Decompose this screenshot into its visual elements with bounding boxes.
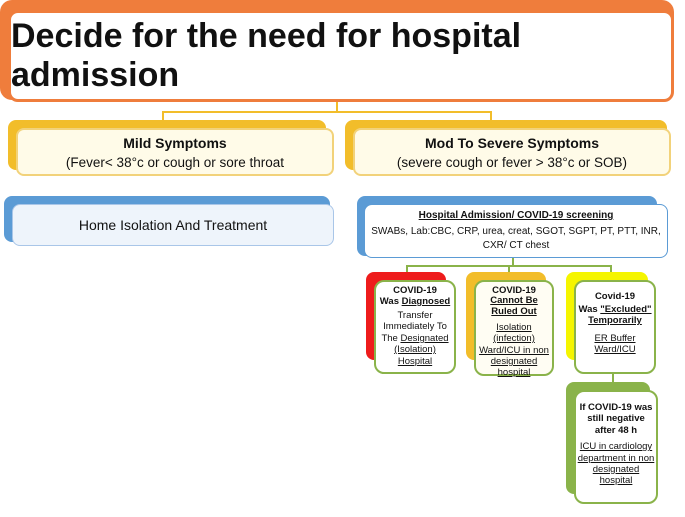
after48-heading: If COVID-19 was still negative after 48 … xyxy=(579,402,653,436)
diagnosed-line1: COVID-19 xyxy=(393,285,437,296)
mild-symptoms-box: Mild Symptoms (Fever< 38°c or cough or s… xyxy=(16,128,334,176)
diagnosed-body1: Transfer Immediately To The xyxy=(381,310,447,344)
diagnosed-line2a: Was xyxy=(379,296,402,307)
connector-to-excluded xyxy=(610,265,612,273)
diagnosed-body2: Designated (Isolation) xyxy=(394,332,449,356)
connector-to-not-ruled-out xyxy=(508,265,510,273)
after48-box: If COVID-19 was still negative after 48 … xyxy=(574,390,658,504)
title-box: Decide for the need for hospital admissi… xyxy=(8,10,674,102)
not-ruled-out-line2: Cannot Be Ruled Out xyxy=(490,295,538,317)
after48-body: ICU in cardiology department in non desi… xyxy=(577,441,655,487)
admission-heading: Hospital Admission/ COVID-19 screening xyxy=(418,210,614,221)
not-ruled-out-body: Isolation (infection) Ward/ICU in non de… xyxy=(479,321,549,379)
diagnosed-line2: Was Diagnosed xyxy=(380,296,450,307)
not-ruled-out-box: COVID-19 Cannot Be Ruled Out Isolation (… xyxy=(474,280,554,379)
home-label: Home Isolation And Treatment xyxy=(78,217,268,233)
diagnosed-body3: Hospital xyxy=(397,355,433,367)
excluded-line2a: Was xyxy=(578,304,601,315)
severe-symptoms-box: Mod To Severe Symptoms (severe cough or … xyxy=(353,128,671,176)
excluded-line1: Covid-19 xyxy=(594,291,636,302)
diagnosed-line2b: Diagnosed xyxy=(401,296,451,307)
connector-title-down xyxy=(336,102,338,112)
severe-detail: (severe cough or fever > 38°c or SOB) xyxy=(396,154,628,170)
admission-detail: SWABs, Lab:CBC, CRP, urea, creat, SGOT, … xyxy=(371,226,661,251)
connector-to-mild xyxy=(162,111,164,121)
not-ruled-out-line1: COVID-19 xyxy=(492,285,536,296)
excluded-line2: Was "Excluded" Temporarily xyxy=(576,304,654,327)
severe-heading: Mod To Severe Symptoms xyxy=(424,134,599,151)
connector-admission-down xyxy=(512,258,514,266)
mild-detail: (Fever< 38°c or cough or sore throat xyxy=(65,154,285,170)
mild-heading: Mild Symptoms xyxy=(123,134,227,151)
excluded-line2b: "Excluded" Temporarily xyxy=(588,304,652,326)
connector-to-diagnosed xyxy=(406,265,408,273)
home-isolation-box: Home Isolation And Treatment xyxy=(12,204,334,246)
page-title: Decide for the need for hospital admissi… xyxy=(11,17,522,94)
connector-excluded-down xyxy=(612,374,614,384)
admission-box: Hospital Admission/ COVID-19 screening S… xyxy=(364,204,668,258)
excluded-body: ER Buffer Ward/ICU xyxy=(594,332,636,356)
diagnosed-box: COVID-19 Was Diagnosed Transfer Immediat… xyxy=(374,280,456,374)
diagnosed-body: Transfer Immediately To The Designated (… xyxy=(376,310,454,367)
connector-top-horizontal xyxy=(162,111,492,113)
excluded-box: Covid-19 Was "Excluded" Temporarily ER B… xyxy=(574,280,656,374)
connector-to-severe xyxy=(490,111,492,121)
